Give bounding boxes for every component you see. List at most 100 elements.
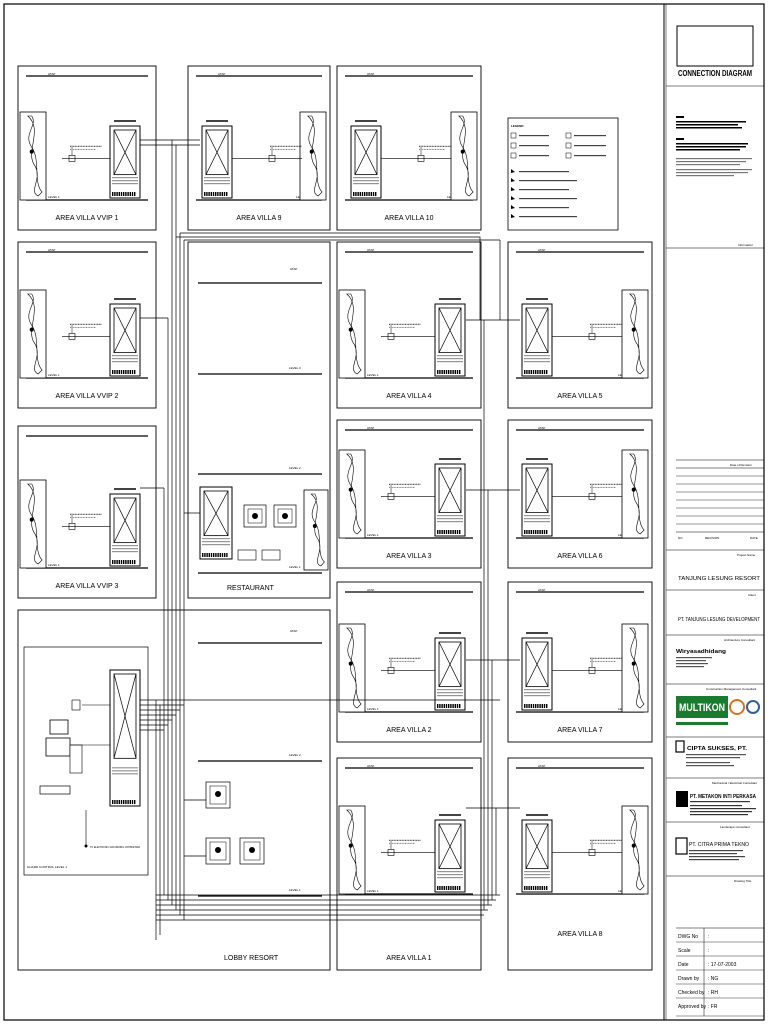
- site-keyplan-icon: [19, 111, 47, 201]
- area-title: AREA VILLA 5: [557, 393, 602, 400]
- rack-cabinet-icon: [434, 463, 466, 537]
- rack-cabinet-icon: [434, 303, 466, 377]
- area-panel-villa2: ATAP LEVEL 1 AREA VILLA 2: [336, 581, 482, 743]
- cipta-logo-icon: [675, 740, 685, 753]
- site-keyplan-icon: [19, 479, 47, 569]
- me-name: PT. METAKON INTI PERKASA: [690, 794, 756, 800]
- level-label: LEVEL 1: [367, 707, 379, 711]
- legend-symbol-icon: [510, 132, 517, 139]
- area-title: AREA VILLA VVIP 3: [56, 583, 119, 590]
- architect-name: Wiryasadhidang: [676, 649, 726, 655]
- legend-symbol-icon: [565, 152, 572, 159]
- restaurant-level-1: LEVEL 1: [289, 565, 301, 569]
- phone-icon: [71, 699, 81, 711]
- area-title: AREA VILLA 4: [386, 393, 431, 400]
- project-name-label: Project Name: [737, 553, 756, 557]
- field-label: Approved by: [678, 1004, 707, 1010]
- field-value: : 17-07-2003: [708, 962, 737, 968]
- legend-arrow-icon: [511, 187, 515, 191]
- atap-label: ATAP: [367, 764, 374, 768]
- field-value: : NG: [708, 976, 718, 982]
- architect-label: Architecture Consultant: [724, 638, 755, 642]
- client-label: Client: [748, 593, 756, 597]
- architect-address: [676, 657, 712, 668]
- field-value: :: [708, 934, 709, 940]
- legend-arrow-icon: [511, 214, 515, 218]
- site-keyplan-icon: [338, 449, 366, 539]
- restaurant-level-3: LEVEL 3: [289, 366, 301, 370]
- citra-logo-icon: [675, 837, 688, 855]
- rev-col-revision: REVISION: [705, 536, 719, 540]
- area-title: AREA VILLA 8: [557, 931, 602, 938]
- restaurant-panel: ATAP LEVEL 3 LEVEL 2 LEVEL 1 RESTAURANT: [187, 241, 331, 599]
- landscape-label: Landscape Consultant: [720, 825, 750, 829]
- guard-control-room: [23, 646, 149, 876]
- area-title: AREA VILLA 6: [557, 553, 602, 560]
- rack-cabinet-icon: [199, 486, 233, 560]
- structure-name: CIPTA SUKSES, PT.: [687, 746, 748, 752]
- site-keyplan-icon: [621, 623, 649, 713]
- field-label: Scale: [678, 948, 691, 954]
- atap-label: ATAP: [367, 248, 374, 252]
- atap-label: ATAP: [538, 426, 545, 430]
- guard-control-label: GUARD CONTROL LEVEL 1: [27, 865, 67, 869]
- atap-label: ATAP: [367, 588, 374, 592]
- monitor-icon: [49, 719, 69, 735]
- device-icon: [261, 549, 281, 561]
- area-title: AREA VILLA 10: [384, 215, 433, 222]
- rev-col-date: DATE: [750, 536, 758, 540]
- cert-badge-icon: [746, 700, 760, 714]
- site-keyplan-icon: [19, 289, 47, 379]
- rev-col-no: NO: [678, 536, 683, 540]
- backbone-cables: [140, 139, 520, 940]
- site-keyplan-icon: [621, 289, 649, 379]
- site-keyplan-icon: [338, 289, 366, 379]
- restaurant-atap: ATAP: [290, 267, 297, 271]
- legend-symbol-icon: [510, 142, 517, 149]
- lobby-panel: ATAP LEVEL 2 LEVEL 1 LOBBY RESORT GUARD …: [17, 609, 331, 971]
- multikon-logo: [676, 696, 728, 718]
- area-title: AREA VILLA 7: [557, 727, 602, 734]
- field-label: Checked by: [678, 990, 705, 996]
- rack-cabinet-icon: [109, 669, 141, 807]
- rack-cabinet-icon: [201, 125, 233, 199]
- lobby-atap: ATAP: [290, 629, 297, 633]
- iso-badge-icon: [729, 699, 745, 715]
- site-keyplan-icon: [621, 805, 649, 895]
- lobby-title: LOBBY RESORT: [224, 955, 279, 962]
- computer-icon: [45, 737, 71, 757]
- site-keyplan-icon: [621, 449, 649, 539]
- revision-header: Date of Revision: [730, 463, 752, 467]
- rack-cabinet-icon: [109, 303, 141, 377]
- legend-symbol-icon: [565, 132, 572, 139]
- project-name: TANJUNG LESUNG RESORT: [678, 576, 760, 582]
- rack-cabinet-icon: [350, 125, 382, 199]
- field-label: Drawn by: [678, 976, 700, 982]
- level-label: LEVEL 1: [367, 889, 379, 893]
- rack-cabinet-icon: [434, 637, 466, 711]
- area-title: AREA VILLA 2: [386, 727, 431, 734]
- client-name: PT. TANJUNG LESUNG DEVELOPMENT: [678, 617, 760, 623]
- area-title: AREA VILLA VVIP 1: [56, 215, 119, 222]
- me-label: Mechanical / Electrical Consultant: [712, 781, 757, 785]
- rack-cabinet-icon: [109, 493, 141, 567]
- cm-label: Construction Management Consultant: [706, 687, 757, 691]
- site-keyplan-icon: [303, 489, 329, 571]
- rack-cabinet-icon: [521, 303, 553, 377]
- atap-label: ATAP: [538, 764, 545, 768]
- legend-box: LEGEND: [507, 117, 619, 231]
- sheet-border: [3, 3, 765, 1021]
- atap-label: ATAP: [367, 426, 374, 430]
- area-title: AREA VILLA 3: [386, 553, 431, 560]
- site-keyplan-icon: [450, 111, 478, 201]
